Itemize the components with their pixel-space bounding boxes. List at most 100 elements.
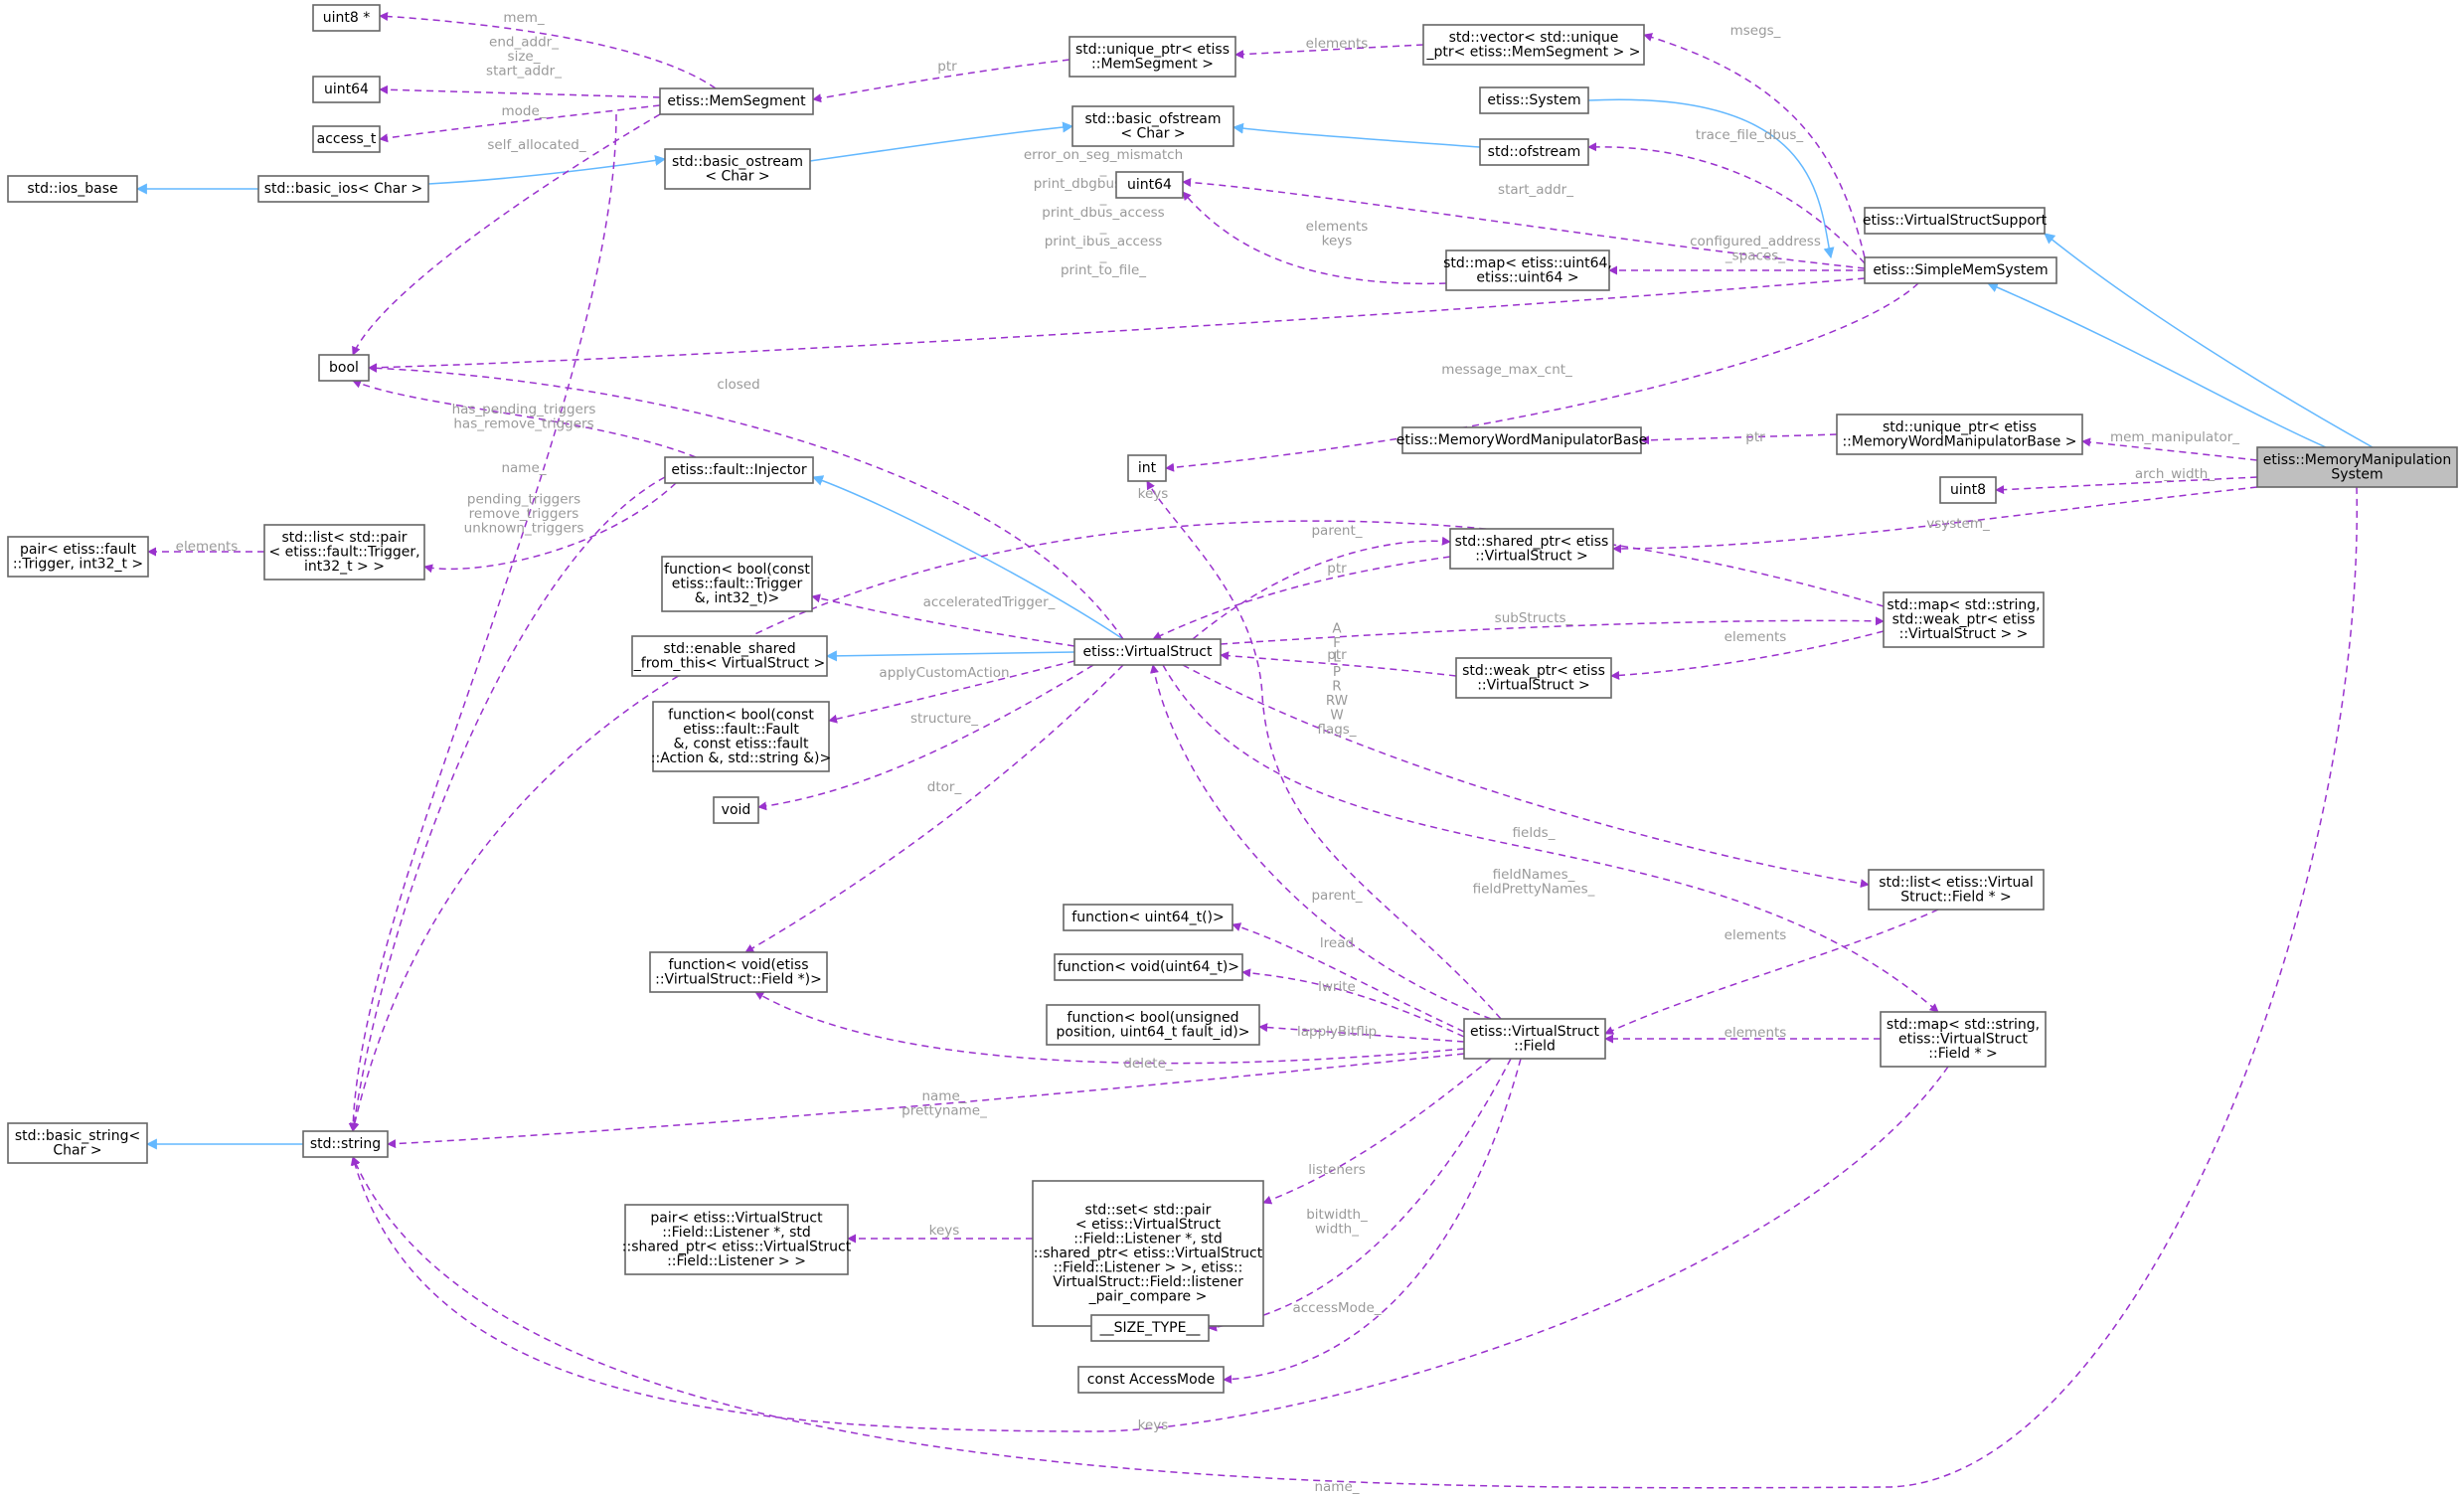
class-node-memseg[interactable]: etiss::MemSegment <box>659 87 814 115</box>
class-node-map_u64[interactable]: std::map< etiss::uint64,etiss::uint64 > <box>1443 250 1612 291</box>
class-node-bool[interactable]: bool <box>318 354 370 382</box>
class-node-label: std::basic_ostream <box>672 154 803 170</box>
edge-label-accessmode: accessMode_ <box>1292 1300 1381 1316</box>
class-node-uptr_mwmb[interactable]: std::unique_ptr< etiss::MemoryWordManipu… <box>1836 414 2083 455</box>
class-node-func_void_u64[interactable]: function< void(uint64_t)> <box>1054 953 1243 981</box>
class-node-label: std::set< std::pair <box>1085 1203 1212 1219</box>
class-node-int[interactable]: int <box>1127 454 1167 482</box>
edge-label-flags: R <box>1332 678 1341 694</box>
class-node-label: std::enable_shared <box>663 641 795 657</box>
class-node-mwmb[interactable]: etiss::MemoryWordManipulatorBase <box>1396 426 1648 454</box>
class-node-basic_ostream[interactable]: std::basic_ostream< Char > <box>664 148 811 190</box>
class-node-label: ::shared_ptr< etiss::VirtualStruct <box>622 1239 852 1254</box>
class-node-uint64a[interactable]: uint64 <box>312 76 381 103</box>
class-node-void[interactable]: void <box>713 796 759 824</box>
dependency-edge-field-to-set_pair <box>1262 1058 1492 1205</box>
class-node-func_field[interactable]: function< void(etiss::VirtualStruct::Fie… <box>649 951 828 993</box>
class-node-vss[interactable]: etiss::VirtualStructSupport <box>1863 207 2048 235</box>
edge-label-pending: remove_triggers <box>469 506 579 522</box>
dependency-edge-vec_uptr-to-uptr_memseg <box>1234 44 1424 60</box>
edge-label-dtor: dtor_ <box>927 779 962 795</box>
class-node-pair_trig[interactable]: pair< etiss::fault::Trigger, int32_t > <box>7 536 149 578</box>
class-node-list_pair[interactable]: std::list< std::pair< etiss::fault::Trig… <box>263 524 425 581</box>
class-node-ios_base[interactable]: std::ios_base <box>7 175 138 203</box>
class-node-label: < etiss::VirtualStruct <box>1075 1217 1222 1233</box>
class-node-label: ::VirtualStruct > > <box>1899 626 2029 642</box>
class-node-size_type[interactable]: __SIZE_TYPE__ <box>1090 1314 1210 1342</box>
class-node-access_mode[interactable]: const AccessMode <box>1077 1366 1225 1394</box>
edge-label-bools: _ <box>1099 249 1107 264</box>
class-node-label: std::unique_ptr< etiss <box>1075 42 1230 58</box>
class-node-func_trig[interactable]: function< bool(constetiss::fault::Trigge… <box>661 556 813 612</box>
class-node-label: &, int32_t)> <box>695 590 780 606</box>
dependency-edge-vs-to-list_field <box>1182 664 1870 889</box>
class-node-wptr_vs[interactable]: std::weak_ptr< etiss::VirtualStruct > <box>1455 657 1612 699</box>
edge-label-ptr1: ptr <box>937 59 957 75</box>
dependency-edge-injector-to-list_pair <box>423 482 677 574</box>
class-node-label: std::vector< std::unique <box>1449 30 1619 46</box>
class-node-ofstream[interactable]: std::ofstream <box>1479 138 1589 166</box>
edge-label-bitwidth: bitwidth_ <box>1306 1207 1368 1223</box>
class-node-basic_ios[interactable]: std::basic_ios< Char > <box>257 175 429 203</box>
class-node-injector[interactable]: etiss::fault::Injector <box>664 456 814 484</box>
class-node-label: etiss::VirtualStruct <box>1470 1024 1599 1040</box>
edge-label-accel: acceleratedTrigger_ <box>923 594 1056 610</box>
class-node-uptr_memseg[interactable]: std::unique_ptr< etiss::MemSegment > <box>1068 36 1236 78</box>
class-node-smms[interactable]: etiss::SimpleMemSystem <box>1864 256 2057 284</box>
class-node-sptr_vs[interactable]: std::shared_ptr< etiss::VirtualStruct > <box>1449 528 1614 570</box>
class-node-access_t[interactable]: access_t <box>312 125 381 153</box>
class-node-label: std::list< std::pair <box>281 530 407 546</box>
inheritance-edge-injector-to-vs <box>811 475 1124 640</box>
class-node-label: std::weak_ptr< etiss <box>1462 663 1605 679</box>
class-node-uint8p[interactable]: uint8 * <box>312 4 381 32</box>
class-node-uint64b[interactable]: uint64 <box>1115 171 1184 199</box>
class-node-label: int <box>1138 460 1157 476</box>
class-node-func_fault[interactable]: function< bool(constetiss::fault::Fault&… <box>651 701 831 772</box>
class-node-basic_string[interactable]: std::basic_string<Char > <box>7 1122 148 1164</box>
edge-label-ptr4: ptr <box>1327 647 1347 663</box>
dependency-edge-map_field-to-string <box>350 1066 1949 1432</box>
class-node-func_u64[interactable]: function< uint64_t()> <box>1063 904 1233 931</box>
class-node-label: uint64 <box>324 82 369 97</box>
class-node-label: etiss::uint64 > <box>1476 269 1578 285</box>
edge-label-nameprettyname: name_ <box>921 1088 966 1104</box>
class-node-label: function< bool(const <box>668 707 814 723</box>
class-node-label: bool <box>329 360 359 376</box>
edge-label-flags: flags_ <box>1317 722 1356 738</box>
class-node-label: std::string <box>310 1136 381 1152</box>
class-node-list_field[interactable]: std::list< etiss::VirtualStruct::Field *… <box>1868 869 2045 911</box>
class-node-label: ::VirtualStruct::Field *)> <box>655 971 822 987</box>
class-node-label: Struct::Field * > <box>1900 889 2012 905</box>
class-node-map_weak[interactable]: std::map< std::string,std::weak_ptr< eti… <box>1883 591 2045 648</box>
edge-label-haspending: has_pending_triggers <box>452 402 596 417</box>
edge-label-mem: mem_ <box>503 10 545 26</box>
class-node-basic_ofstream[interactable]: std::basic_ofstream< Char > <box>1071 105 1234 147</box>
class-node-esft[interactable]: std::enable_shared_from_this< VirtualStr… <box>631 635 828 677</box>
class-node-string[interactable]: std::string <box>302 1130 389 1158</box>
class-node-vs[interactable]: etiss::VirtualStruct <box>1073 638 1222 666</box>
class-node-label: function< void(etiss <box>668 957 808 973</box>
inheritance-edge-smms-to-mms <box>1986 281 2327 448</box>
class-node-label: _from_this< VirtualStruct > <box>633 655 825 671</box>
inheritance-edge-vss-to-mms <box>2044 233 2374 448</box>
class-node-set_pair[interactable]: std::set< std::pair< etiss::VirtualStruc… <box>1032 1180 1264 1327</box>
class-node-field[interactable]: etiss::VirtualStruct::Field <box>1463 1018 1606 1060</box>
dependency-edge-smms-to-ofstream <box>1587 142 1866 264</box>
class-node-label: ::Field * > <box>1928 1046 1997 1062</box>
dependency-edge-field-to-string <box>387 1053 1465 1149</box>
dependency-edge-smms-to-bool <box>368 277 1866 373</box>
class-node-label: ::Action &, std::string &)> <box>651 750 831 766</box>
edge-label-flags: P <box>1333 664 1341 680</box>
class-node-label: etiss::MemoryWordManipulatorBase <box>1396 432 1648 448</box>
dependency-edge-map_weak-to-wptr_vs <box>1610 630 1885 680</box>
class-node-label: etiss::VirtualStruct <box>1083 644 1213 660</box>
class-node-uint8[interactable]: uint8 <box>1939 476 1997 504</box>
edge-label-lread: lread <box>1320 935 1354 951</box>
edge-label-msegs: msegs_ <box>1730 23 1781 39</box>
class-node-map_field[interactable]: std::map< std::string,etiss::VirtualStru… <box>1880 1011 2047 1068</box>
class-node-vec_uptr[interactable]: std::vector< std::unique_ptr< etiss::Mem… <box>1422 24 1645 66</box>
class-node-system[interactable]: etiss::System <box>1479 86 1589 114</box>
class-node-pair_listener[interactable]: pair< etiss::VirtualStruct::Field::Liste… <box>622 1204 852 1275</box>
